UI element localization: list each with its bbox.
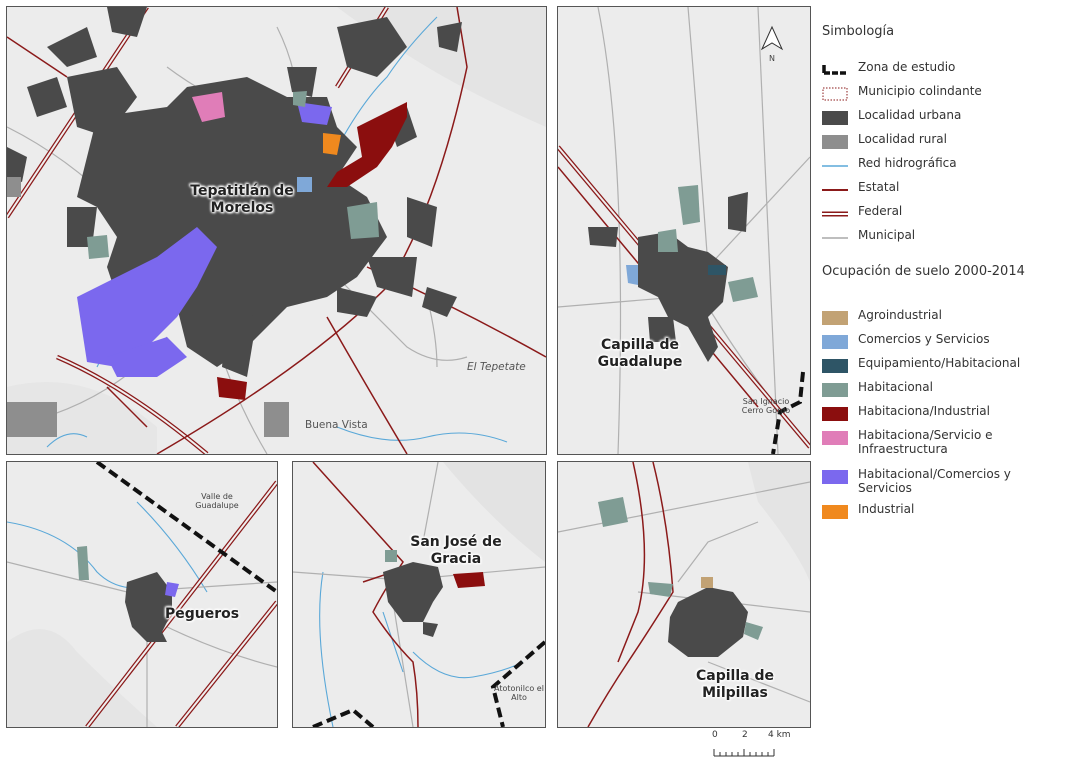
city-label-capilla-milpillas: Capilla de Milpillas: [696, 668, 774, 701]
study-zone-boundary: [771, 371, 805, 454]
legend-item-federal: Federal: [822, 202, 1067, 224]
study-zone-boundary-south: [312, 707, 375, 727]
legend-item-red-hidrografica: Red hidrográfica: [822, 154, 1067, 176]
legend-label: Federal: [858, 204, 903, 218]
scale-ruler-icon: [713, 749, 775, 757]
map-panel-tepatitlan[interactable]: Tepatitlán de Morelos El Tepetate Buena …: [6, 6, 547, 455]
landuse-label: Habitacional/Comercios y Servicios: [858, 467, 1011, 495]
place-label-buena-vista: Buena Vista: [305, 419, 368, 431]
urban-area-tepatitlan: [7, 7, 462, 377]
north-label: N: [769, 54, 775, 63]
landuse-swatch-icon: [822, 505, 848, 519]
landuse-legend-item: Equipamiento/Habitacional: [822, 354, 1067, 376]
landuse-label: Comercios y Servicios: [858, 332, 990, 346]
river-line-icon: [822, 165, 848, 167]
study-zone-boundary: [95, 462, 277, 594]
legend-label: Zona de estudio: [858, 60, 956, 74]
legend-label: Municipal: [858, 228, 916, 242]
landuse-legend-item: Habitacional: [822, 378, 1067, 400]
scale-bar: 0 2 4 km: [706, 730, 796, 764]
scale-label-0: 0: [712, 730, 718, 740]
landuse-swatch-icon: [822, 470, 848, 484]
dashed-boundary-icon: [822, 65, 846, 75]
urban-area-san-jose: [383, 562, 443, 637]
urban-area-capilla-guadalupe: [588, 192, 748, 362]
dotted-boundary-icon: [822, 87, 848, 101]
legend-item-zona-estudio: Zona de estudio: [822, 58, 1067, 80]
landuse-legend-item: Habitaciona/Industrial: [822, 402, 1067, 424]
city-label-san-jose: San José de Gracia: [410, 534, 502, 567]
landuse-capilla-guadalupe: [626, 185, 758, 302]
landuse-label: Agroindustrial: [858, 308, 942, 322]
landuse-swatch-icon: [822, 311, 848, 325]
landuse-legend-title: Ocupación de suelo 2000-2014: [822, 264, 1025, 279]
place-label-el-tepetate: El Tepetate: [467, 361, 526, 373]
map-canvas-tepatitlan: [7, 7, 546, 454]
legend-label: Red hidrográfica: [858, 156, 957, 170]
landuse-swatch-icon: [822, 383, 848, 397]
city-label-pegueros: Pegueros: [165, 606, 240, 622]
legend-item-estatal: Estatal: [822, 178, 1067, 200]
landuse-legend-item: Comercios y Servicios: [822, 330, 1067, 352]
place-label-valle-guadalupe: Valle de Guadalupe: [195, 492, 239, 510]
legend-item-municipio: Municipio colindante: [822, 82, 1067, 104]
map-panel-capilla-milpillas[interactable]: Capilla de Milpillas: [557, 461, 811, 728]
urban-fill-icon: [822, 111, 848, 125]
rural-fill-icon: [822, 135, 848, 149]
map-panel-capilla-guadalupe[interactable]: N Capilla de Guadalupe San Ignacio Cerro…: [557, 6, 811, 455]
legend-label: Municipio colindante: [858, 84, 982, 98]
rural-areas: [7, 177, 289, 437]
landuse-swatch-icon: [822, 407, 848, 421]
legend-item-urbana: Localidad urbana: [822, 106, 1067, 128]
legend-title: Simbología: [822, 24, 895, 39]
map-panel-san-jose[interactable]: San José de Gracia Atotonilco el Alto: [292, 461, 546, 728]
municipal-road-icon: [822, 237, 848, 239]
legend-item-rural: Localidad rural: [822, 130, 1067, 152]
state-road-icon: [822, 189, 848, 191]
landuse-label: Equipamiento/Habitacional: [858, 356, 1021, 370]
landuse-label: Habitaciona/Servicio e Infraestructura: [858, 428, 993, 456]
landuse-overlays: [77, 91, 407, 400]
scale-label-2: 2: [742, 730, 748, 740]
legend-label: Estatal: [858, 180, 900, 194]
landuse-label: Industrial: [858, 502, 915, 516]
map-canvas-pegueros: [7, 462, 277, 727]
legend-label: Localidad rural: [858, 132, 947, 146]
north-arrow-icon: [760, 25, 784, 51]
city-label-capilla-guadalupe: Capilla de Guadalupe: [597, 337, 683, 370]
landuse-legend-item: Habitacional/Comercios y Servicios: [822, 465, 1067, 495]
landuse-legend-item: Habitaciona/Servicio e Infraestructura: [822, 426, 1067, 456]
place-label-atotonilco: Atotonilco el Alto: [494, 684, 544, 702]
landuse-label: Habitacional: [858, 380, 933, 394]
landuse-capilla-milpillas: [598, 497, 763, 640]
study-zone-boundary-east: [490, 640, 545, 727]
legend-label: Localidad urbana: [858, 108, 962, 122]
map-canvas-capilla-milpillas: [558, 462, 810, 727]
landuse-swatch-icon: [822, 359, 848, 373]
map-canvas-san-jose: [293, 462, 545, 727]
legend-item-municipal: Municipal: [822, 226, 1067, 248]
urban-area-capilla-milpillas: [668, 587, 748, 657]
landuse-swatch-icon: [822, 335, 848, 349]
scale-label-4: 4 km: [768, 730, 791, 740]
landuse-legend-item: Industrial: [822, 500, 1067, 522]
landuse-legend-item: Agroindustrial: [822, 306, 1067, 328]
landuse-label: Habitaciona/Industrial: [858, 404, 990, 418]
urban-area-pegueros: [125, 572, 172, 642]
place-label-san-ignacio: San Ignacio Cerro Gordo: [741, 397, 791, 415]
city-label-tepatitlan: Tepatitlán de Morelos: [190, 183, 294, 216]
map-panel-pegueros[interactable]: Pegueros Valle de Guadalupe: [6, 461, 278, 728]
map-canvas-capilla-guadalupe: [558, 7, 810, 454]
federal-road-icon: [822, 211, 848, 217]
landuse-swatch-icon: [822, 431, 848, 445]
